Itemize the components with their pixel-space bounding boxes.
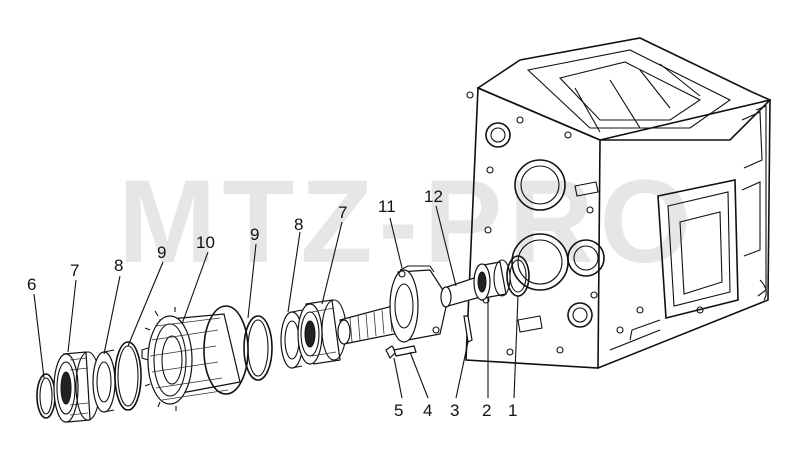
label-2: 2 [482, 401, 491, 420]
part-7-bearing-left [53, 351, 101, 423]
label-6: 6 [27, 275, 36, 294]
part-11-flange [389, 265, 449, 343]
label-12: 12 [424, 187, 443, 206]
label-7-left: 7 [70, 261, 79, 280]
label-11: 11 [378, 197, 396, 216]
part-9-snap-ring-right [243, 315, 273, 381]
label-10: 10 [196, 233, 215, 252]
part-9-snap-ring-left [114, 341, 142, 411]
leader-lines [33, 205, 519, 399]
label-5: 5 [394, 401, 403, 420]
label-3: 3 [450, 401, 459, 420]
label-8-right: 8 [294, 215, 303, 234]
gearbox-housing [465, 37, 772, 369]
part-7-bearing-right [297, 299, 347, 365]
label-8-left: 8 [114, 256, 123, 275]
watermark: MTZ-PRO [118, 156, 697, 288]
label-9-left: 9 [157, 243, 166, 262]
part-6-snap-ring [36, 373, 56, 419]
label-1: 1 [508, 401, 517, 420]
part-5-bolt [385, 345, 417, 360]
label-7-right: 7 [338, 203, 347, 222]
label-4: 4 [423, 401, 432, 420]
part-8-spacer-left [92, 349, 116, 413]
part-10-gear [141, 305, 249, 411]
label-9-right: 9 [250, 225, 259, 244]
part-12-shaft-end [440, 259, 511, 308]
part-3-pin [463, 315, 473, 343]
